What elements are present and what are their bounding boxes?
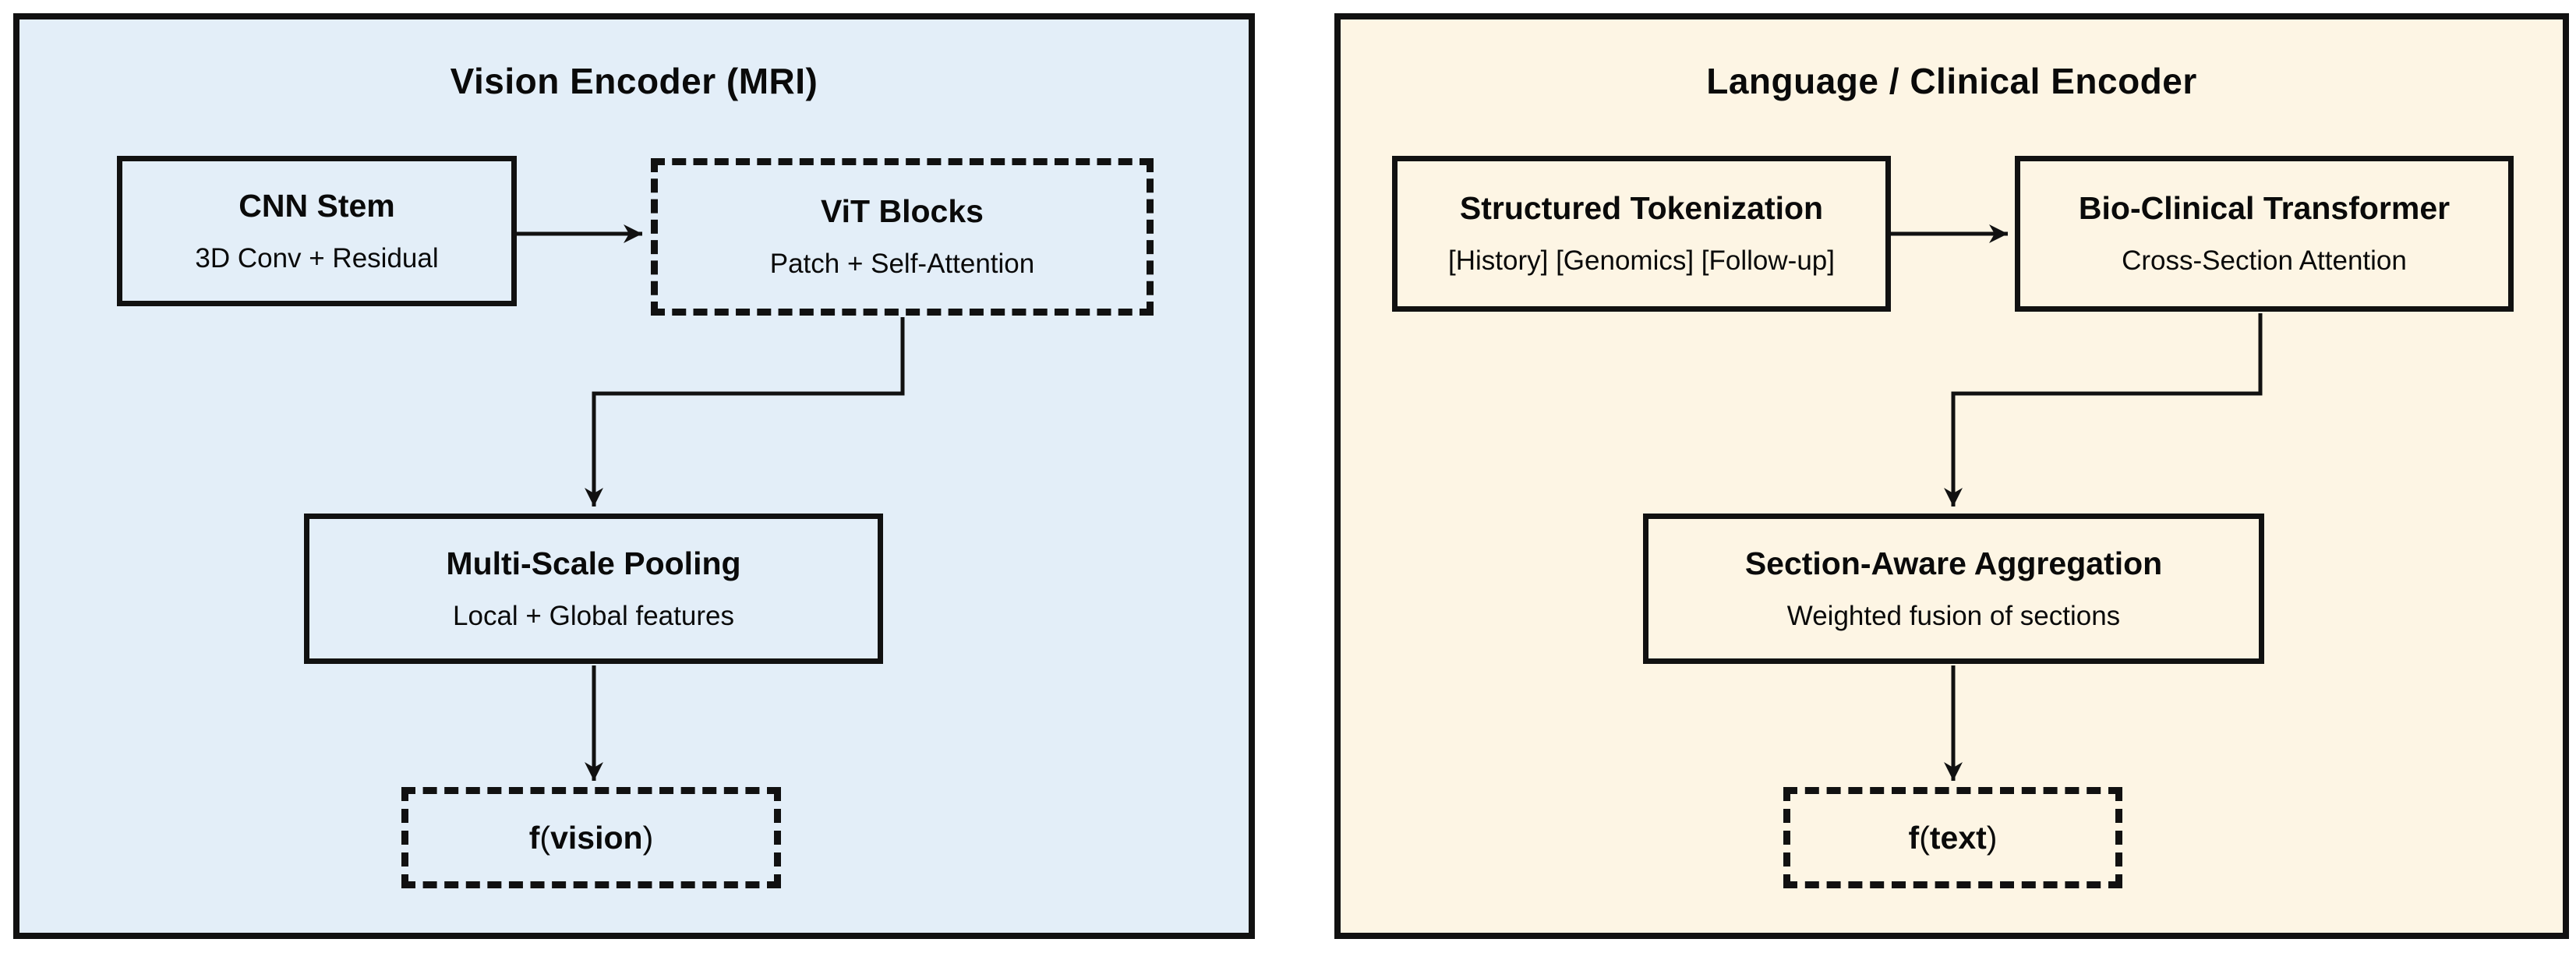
section-aware-aggregation-title: Section-Aware Aggregation [1744, 545, 2163, 581]
bio-clinical-transformer-title: Bio-Clinical Transformer [2078, 190, 2451, 227]
f-text-label: f(text) [1908, 819, 1998, 856]
section-aware-aggregation-node: Section-Aware Aggregation Weighted fusio… [1643, 514, 2264, 664]
bio-clinical-transformer-node: Bio-Clinical Transformer Cross-Section A… [2015, 156, 2514, 312]
cnn-stem-title: CNN Stem [239, 187, 395, 224]
cnn-stem-node: CNN Stem 3D Conv + Residual [117, 156, 517, 306]
multi-scale-pooling-title: Multi-Scale Pooling [446, 545, 741, 581]
f-vision-label: f(vision) [528, 819, 654, 856]
multi-scale-pooling-node: Multi-Scale Pooling Local + Global featu… [304, 514, 883, 664]
vit-blocks-node: ViT Blocks Patch + Self-Attention [651, 158, 1154, 316]
vit-blocks-subtitle: Patch + Self-Attention [769, 249, 1035, 280]
cnn-stem-subtitle: 3D Conv + Residual [195, 242, 439, 274]
f-text-node: f(text) [1783, 787, 2122, 888]
bio-clinical-transformer-subtitle: Cross-Section Attention [2122, 245, 2407, 277]
language-clinical-encoder-panel-title: Language / Clinical Encoder [1706, 61, 2197, 101]
structured-tokenization-node: Structured Tokenization [History] [Genom… [1392, 156, 1891, 312]
structured-tokenization-title: Structured Tokenization [1459, 190, 1824, 227]
multi-scale-pooling-subtitle: Local + Global features [453, 600, 734, 631]
vit-blocks-title: ViT Blocks [821, 193, 984, 230]
structured-tokenization-subtitle: [History] [Genomics] [Follow-up] [1448, 245, 1835, 277]
section-aware-aggregation-subtitle: Weighted fusion of sections [1786, 600, 2121, 631]
vision-encoder-panel-title: Vision Encoder (MRI) [450, 61, 818, 101]
f-vision-node: f(vision) [401, 787, 781, 888]
